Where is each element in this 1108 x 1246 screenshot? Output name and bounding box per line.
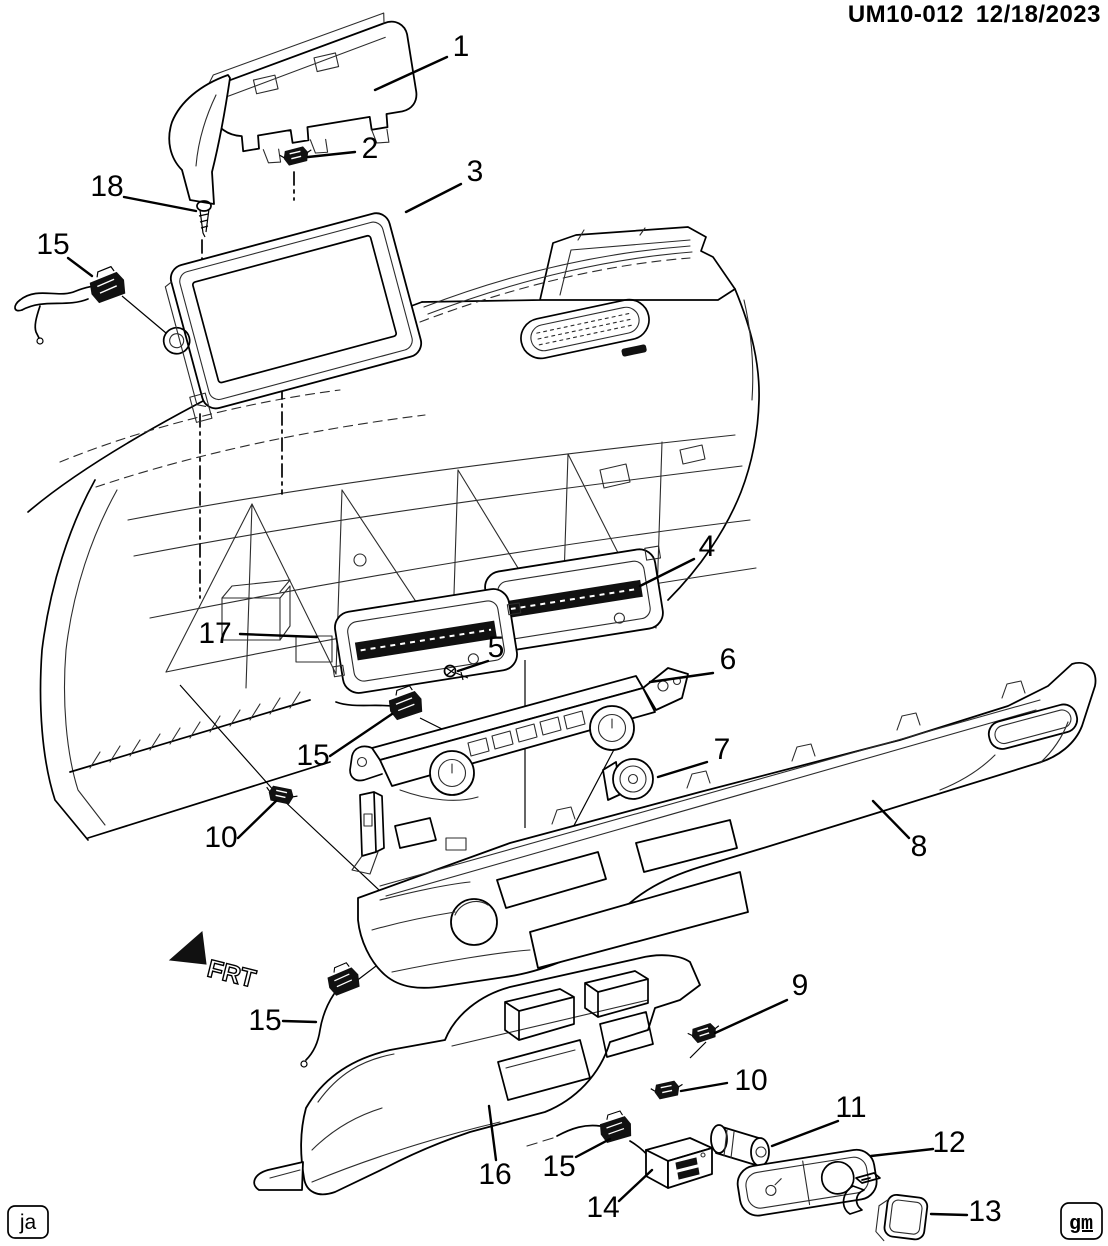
callout-label-15: 15 [542,1150,575,1183]
callout-leader-6 [648,671,715,684]
callout-label-13: 13 [968,1195,1001,1228]
callout-label-17: 17 [198,617,231,650]
callout-leader-14 [617,1168,654,1203]
callout-label-9: 9 [792,969,809,1002]
callout-label-11: 11 [835,1091,866,1124]
left-badge: ja [7,1205,49,1239]
callout-label-15: 15 [36,228,69,261]
left-badge-label: ja [19,1211,37,1234]
callout-label-6: 6 [720,643,737,676]
callout-leader-16 [487,1104,498,1162]
frt-label: FRT [205,955,259,994]
part-16-knee-bolster [253,954,701,1196]
callout-label-15: 15 [248,1004,281,1037]
callout-leader-15 [328,712,394,758]
callout-leader-15 [574,1137,612,1159]
callout-leader-1 [373,55,449,92]
callout-leader-8 [871,799,911,840]
part-10-clip-upper [262,781,300,809]
callout-leader-18 [122,195,198,213]
callout-label-8: 8 [911,830,928,863]
part-8-trim-plate [351,661,1097,989]
part-7-switch [602,758,654,801]
part-13-cap [842,1172,929,1242]
part-18-screw [196,200,212,238]
callout-leader-10 [236,799,278,840]
callout-label-2: 2 [362,132,379,165]
callout-label-1: 1 [453,30,470,63]
callout-leader-17 [238,632,319,639]
part-15-harness-upper [14,263,129,345]
clip-9-line [689,1041,707,1059]
gm-logo-label: gm [1069,1213,1093,1236]
callout-leader-2 [306,150,357,159]
callout-leader-15 [66,256,94,278]
part-14-usb-module [645,1137,713,1189]
part-12-outlet-bezel [736,1148,878,1217]
callout-label-3: 3 [467,155,484,188]
callout-label-5: 5 [488,631,505,664]
callout-label-12: 12 [932,1126,965,1159]
speaker-grille [520,298,650,360]
callout-label-16: 16 [478,1158,511,1191]
callout-leader-10 [679,1081,729,1093]
part-11-power-outlet [710,1124,770,1167]
callout-label-15: 15 [296,739,329,772]
part-6-climate-control [349,667,689,801]
callout-label-10: 10 [204,821,237,854]
callout-label-4: 4 [699,530,716,563]
document-header: UM10-012 12/18/2023 [848,1,1101,28]
part-4-air-outlet-right [484,545,664,652]
callout-label-14: 14 [586,1191,619,1224]
part-15-harness-lower-left [300,960,363,1068]
callout-label-10: 10 [734,1064,767,1097]
callout-leader-11 [770,1119,840,1148]
callout-leader-13 [929,1212,969,1217]
dashboard-carrier-structure [27,226,760,841]
gm-logo-badge: gm [1060,1202,1103,1240]
callout-leader-5 [456,659,490,673]
frt-direction-arrow: FRT [168,931,259,994]
part-5-screw [443,664,469,681]
callout-leader-7 [656,760,709,779]
document-id: UM10-012 [848,1,964,28]
callout-leader-3 [404,182,463,214]
part-3-display-screen [162,212,423,423]
callout-label-18: 18 [90,170,123,203]
callout-leader-15 [281,1019,318,1024]
document-date: 12/18/2023 [976,1,1101,28]
callout-label-7: 7 [714,733,731,766]
callout-leader-9 [713,998,789,1035]
part-1-upper-bezel [168,12,418,205]
part-10-clip-lower [649,1079,685,1101]
callout-leader-12 [869,1147,935,1158]
callout-leader-4 [638,557,696,588]
